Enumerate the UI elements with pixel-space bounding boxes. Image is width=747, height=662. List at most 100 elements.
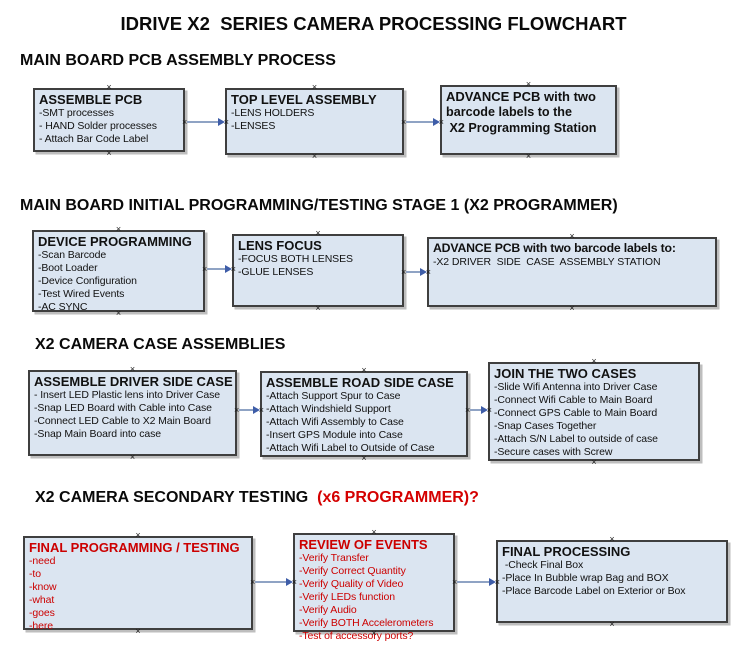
flow-box-join-the-two-cases: × JOIN THE TWO CASES -Slide Wifi Antenna… <box>488 357 700 467</box>
arrow-shaft <box>457 581 489 583</box>
connection-point-icon: × <box>609 619 615 629</box>
box-line: -SMT processes <box>39 107 114 119</box>
flow-box-assemble-road-side-case: × ASSEMBLE ROAD SIDE CASE -Attach Suppor… <box>260 366 468 463</box>
box-title: FINAL PROGRAMMING / TESTING <box>29 540 240 555</box>
box-line: -Verify Audio <box>299 604 357 616</box>
box-line: -AC SYNC <box>38 301 88 313</box>
box-line: -Device Configuration <box>38 275 137 287</box>
connection-point-icon: × <box>569 303 575 313</box>
box-line: -Boot Loader <box>38 262 98 274</box>
flow-box-advance-pcb-driver-station: × ADVANCE PCB with two barcode labels to… <box>427 232 717 313</box>
box-line: -Verify LEDs function <box>299 591 395 603</box>
connection-point-icon: × <box>609 534 615 544</box>
flow-box-final-programming-testing: × FINAL PROGRAMMING / TESTING -need -to … <box>23 531 253 636</box>
connector-arrow: × × <box>401 267 431 277</box>
box-line: -Connect LED Cable to X2 Main Board <box>34 415 211 427</box>
box-line: -Verify Quality of Video <box>299 578 404 590</box>
box-line: -Place In Bubble wrap Bag and BOX <box>502 572 669 584</box>
box-line: X2 Programming Station <box>446 121 597 135</box>
box-title: TOP LEVEL ASSEMBLY <box>231 92 377 107</box>
flow-box-final-processing: × FINAL PROCESSING -Check Final Box -Pla… <box>496 535 728 629</box>
box-line: -Secure cases with Screw <box>494 446 613 458</box>
connection-point-icon: × <box>569 231 575 241</box>
box-title: JOIN THE TWO CASES <box>494 366 637 381</box>
box-line: -Place Barcode Label on Exterior or Box <box>502 585 686 597</box>
box-line: -X2 DRIVER SIDE CASE ASSEMBLY STATION <box>433 256 661 268</box>
box-line: -what <box>29 594 55 606</box>
box-title: DEVICE PROGRAMMING <box>38 234 192 249</box>
box-line: -Scan Barcode <box>38 249 107 261</box>
box-line: -Verify Correct Quantity <box>299 565 406 577</box>
box-line: -Verify Transfer <box>299 552 369 564</box>
box-title: ASSEMBLE PCB <box>39 92 143 107</box>
box-title: ASSEMBLE ROAD SIDE CASE <box>266 375 454 390</box>
section-heading-case-assemblies: X2 CAMERA CASE ASSEMBLIES <box>35 336 286 353</box>
box-title: ADVANCE PCB with two <box>446 89 596 104</box>
box-line: -Connect Wifi Cable to Main Board <box>494 394 653 406</box>
box-line: -know <box>29 581 57 593</box>
arrow-shaft <box>406 271 420 273</box>
box-title: LENS FOCUS <box>238 238 322 253</box>
arrowhead-icon <box>218 118 225 126</box>
flow-box-advance-pcb-station: × ADVANCE PCB with two barcode labels to… <box>440 80 617 161</box>
box-line: - Insert LED Plastic lens into Driver Ca… <box>34 389 221 401</box>
connector-arrow: × × <box>182 117 229 127</box>
connection-point-icon: × <box>525 151 532 161</box>
connector-arrow: × × <box>202 264 236 274</box>
box-line: -goes <box>29 607 55 619</box>
connector-arrow: × × <box>234 405 264 415</box>
box-line: -GLUE LENSES <box>238 266 314 278</box>
section-heading-red-part: (x6 PROGRAMMER)? <box>317 489 479 506</box>
box-line: -Attach S/N Label to outside of case <box>494 433 658 445</box>
connection-point-icon: × <box>591 356 597 366</box>
box-title: FINAL PROCESSING <box>502 544 631 559</box>
connection-point-icon: × <box>106 82 112 92</box>
box-line: -Verify BOTH Accelerometers <box>299 617 434 629</box>
connection-point-icon: × <box>311 82 318 92</box>
box-line: - HAND Solder processes <box>39 120 157 132</box>
connector-arrow: × × <box>465 405 492 415</box>
connection-point-icon: × <box>129 452 136 462</box>
connection-point-icon: × <box>591 457 597 467</box>
flow-box-top-level-assembly: × TOP LEVEL ASSEMBLY -LENS HOLDERS -LENS… <box>225 83 404 161</box>
arrow-shaft <box>207 268 225 270</box>
box-line: -Insert GPS Module into Case <box>266 429 403 441</box>
arrowhead-icon <box>286 578 293 586</box>
box-title: REVIEW OF EVENTS <box>299 537 428 552</box>
connection-point-icon: × <box>135 530 141 540</box>
box-line: -LENS HOLDERS <box>231 107 315 119</box>
box-line: -Attach Wifi Label to Outside of Case <box>266 442 435 454</box>
box-line: -Connect GPS Cable to Main Board <box>494 407 658 419</box>
box-line: -Attach Support Spur to Case <box>266 390 401 402</box>
arrowhead-icon <box>433 118 440 126</box>
arrow-shaft <box>406 121 433 123</box>
box-line: -to <box>29 568 41 580</box>
box-line: -Snap Cases Together <box>494 420 597 432</box>
arrow-shaft <box>470 409 481 411</box>
flow-box-lens-focus: × LENS FOCUS -FOCUS BOTH LENSES -GLUE LE… <box>232 229 404 313</box>
box-line: -Check Final Box <box>502 559 584 571</box>
connection-point-icon: × <box>115 224 122 234</box>
connection-point-icon: × <box>525 79 532 89</box>
arrow-shaft <box>187 121 218 123</box>
connection-point-icon: × <box>361 365 367 375</box>
diagram-title: IDRIVE X2 SERIES CAMERA PROCESSING FLOWC… <box>120 13 627 34</box>
flow-box-review-of-events: × REVIEW OF EVENTS -Verify Transfer -Ver… <box>293 528 455 642</box>
section-heading-initial-programming: MAIN BOARD INITIAL PROGRAMMING/TESTING S… <box>20 197 618 214</box>
flow-box-assemble-driver-side-case: × ASSEMBLE DRIVER SIDE CASE - Insert LED… <box>28 365 237 462</box>
connection-point-icon: × <box>311 151 318 161</box>
connection-point-icon: × <box>129 364 136 374</box>
box-line: -Test Wired Events <box>38 288 125 300</box>
connector-arrow: × × <box>452 577 500 587</box>
connector-arrow: × × <box>401 117 444 127</box>
arrowhead-icon <box>489 578 496 586</box>
box-line: -here <box>29 620 54 632</box>
arrow-shaft <box>255 581 286 583</box>
box-line: barcode labels to the <box>446 105 572 119</box>
connection-point-icon: × <box>371 527 377 537</box>
box-line: -Snap Main Board into case <box>34 428 161 440</box>
connection-point-icon: × <box>315 228 321 238</box>
arrowhead-icon <box>253 406 260 414</box>
connection-point-icon: × <box>315 303 321 313</box>
